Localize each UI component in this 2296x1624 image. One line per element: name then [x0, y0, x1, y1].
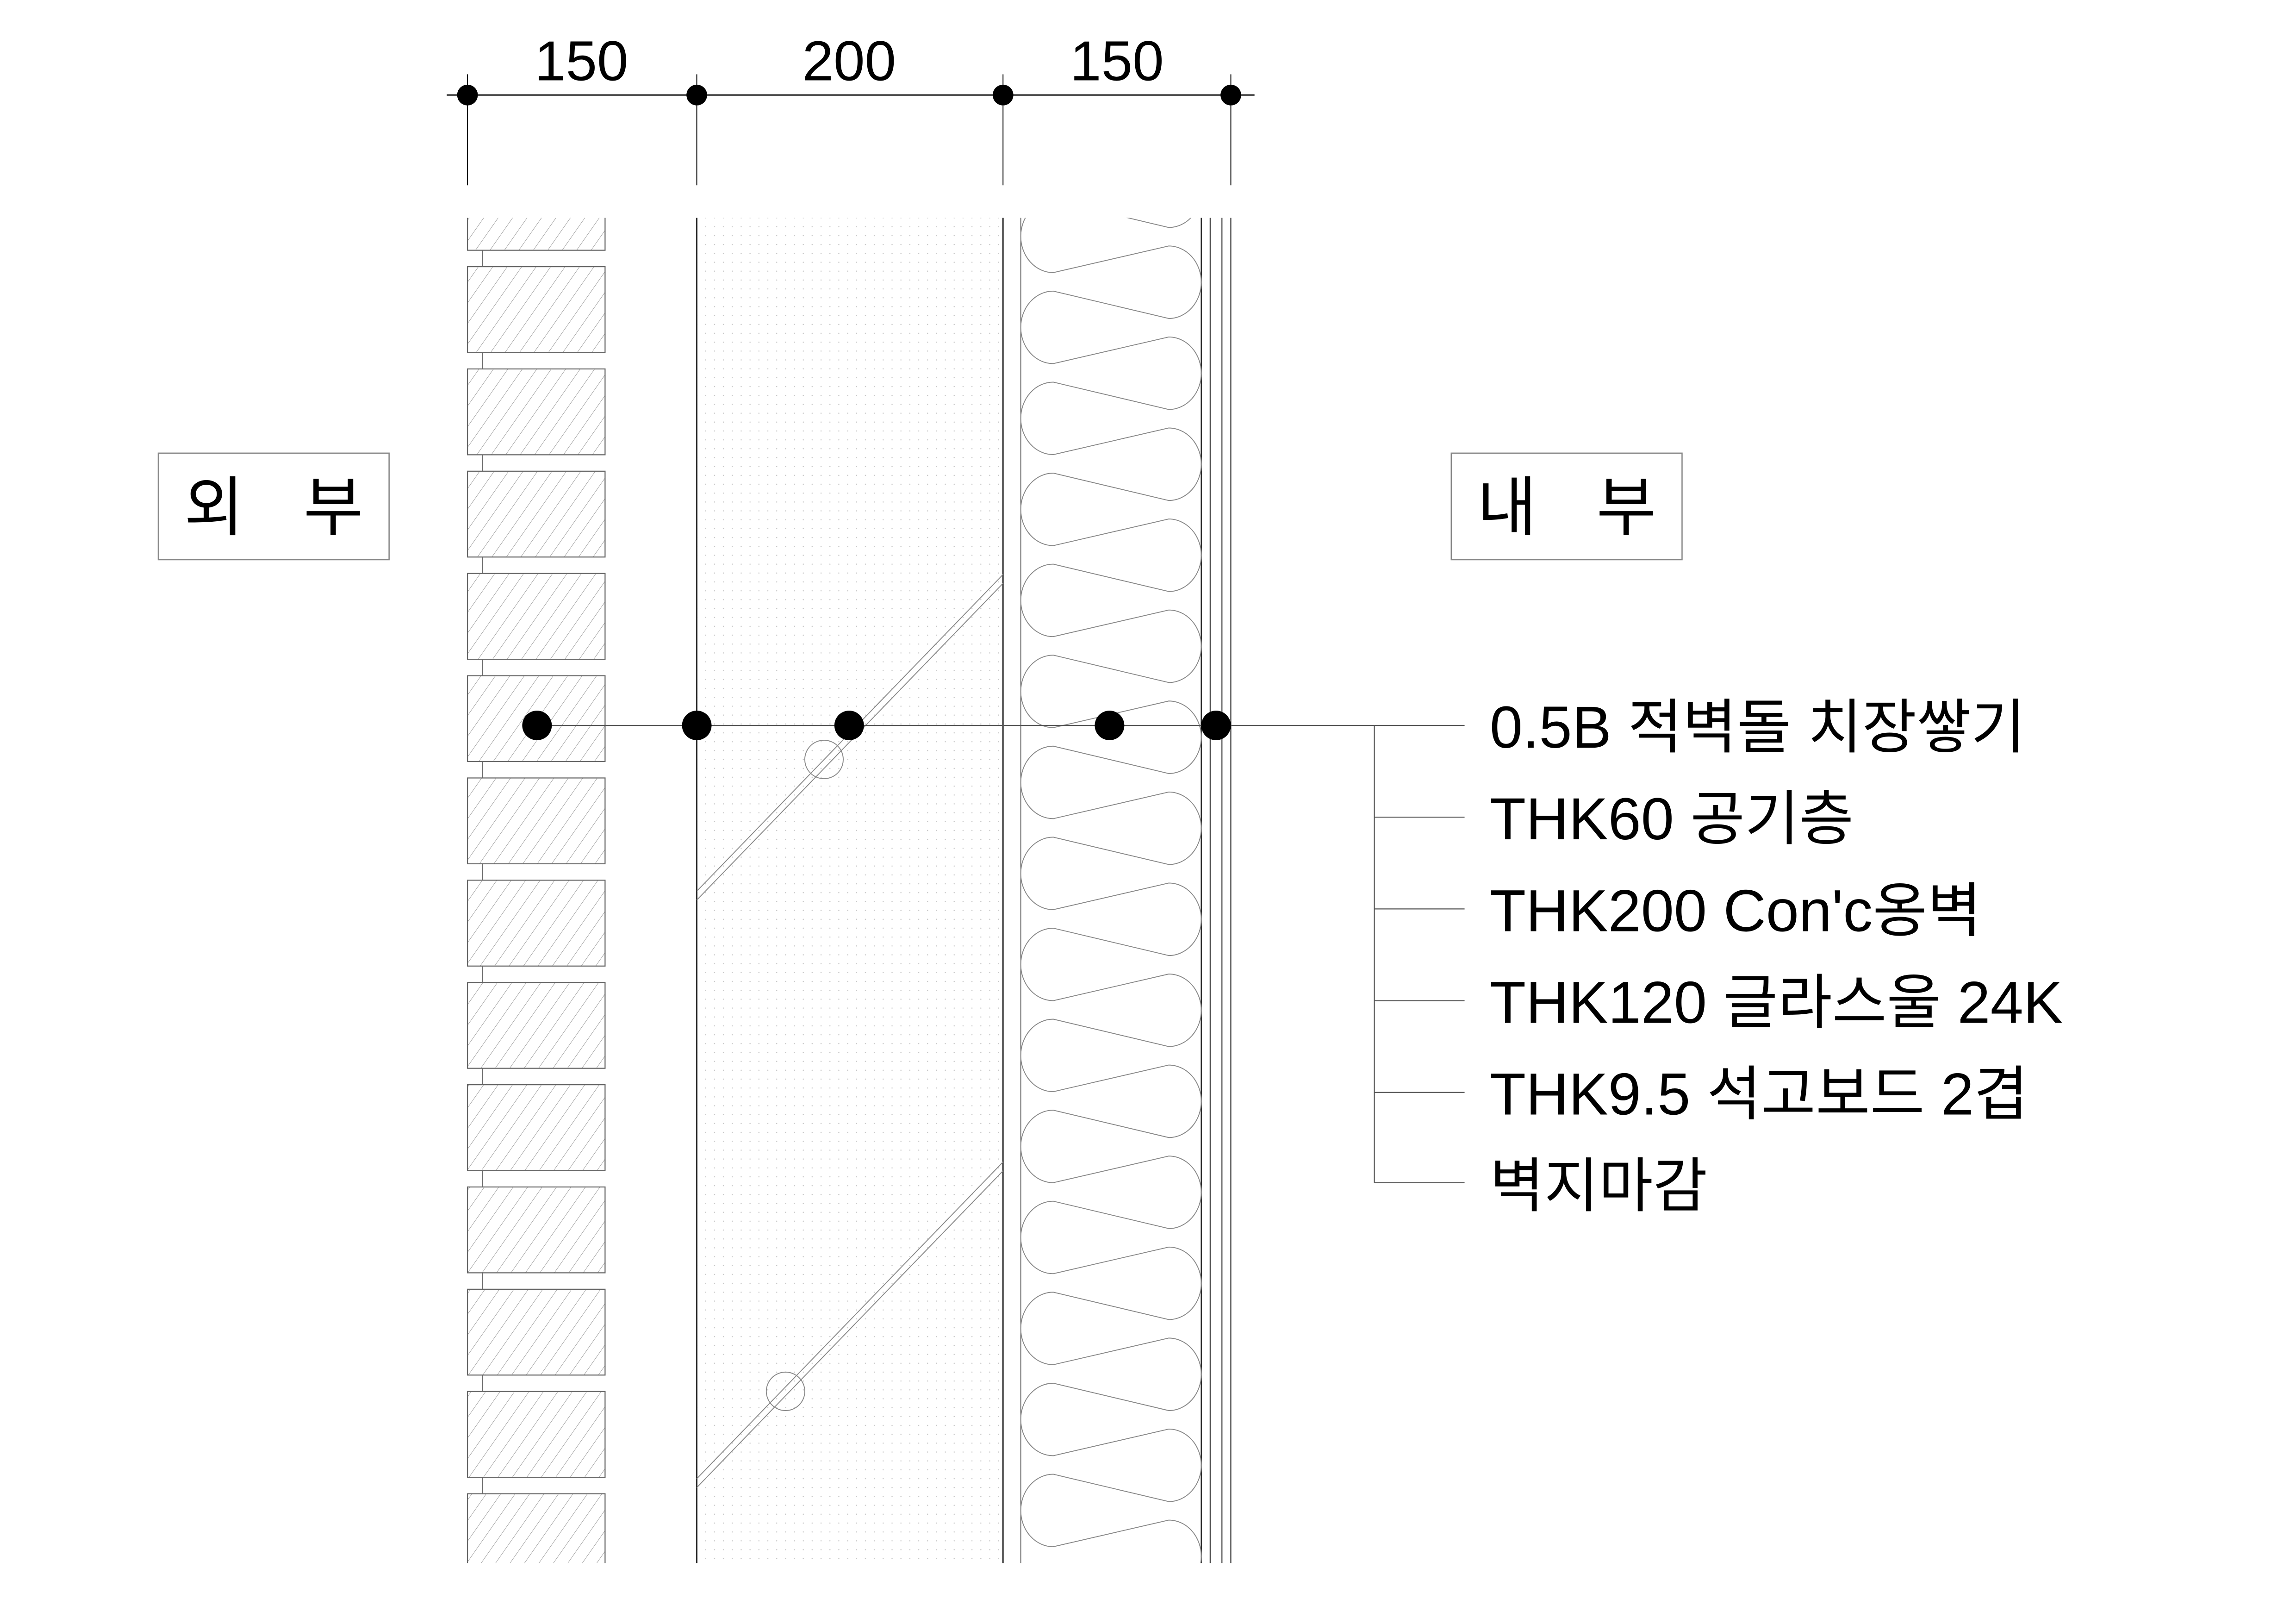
leader-dot — [834, 711, 864, 740]
wall-tie — [696, 1162, 1003, 1488]
callout-insulation: THK120 글라스울 24K — [1490, 970, 2063, 1036]
brick — [467, 1493, 606, 1563]
brick — [467, 880, 606, 967]
dimension-label-brick: 150 — [535, 29, 628, 92]
brick — [467, 218, 606, 251]
callout-wallpaper: 벽지마감 — [1490, 1153, 1708, 1219]
brick — [467, 1596, 605, 1624]
dimension-dot — [457, 84, 478, 106]
concrete-wall — [696, 218, 1004, 1563]
interior-label: 내 부 — [1477, 471, 1677, 544]
brick — [467, 777, 606, 864]
exterior-label-box: 외 부 — [157, 452, 390, 561]
dimension-line: 150 200 150 — [447, 29, 1255, 186]
dimension-label-insulation: 150 — [1070, 29, 1164, 92]
callout-labels: 0.5B 적벽돌 치장쌓기 THK60 공기층 THK200 Con'c옹벽 T… — [1490, 694, 2063, 1219]
brick — [467, 1084, 606, 1171]
brick — [467, 1391, 606, 1478]
dimension-dot — [992, 84, 1014, 106]
brick-layer — [467, 218, 606, 1624]
interior-label-box: 내 부 — [1450, 452, 1683, 561]
brick — [467, 1186, 606, 1274]
callout-concrete: THK200 Con'c옹벽 — [1490, 878, 1982, 944]
brick — [467, 266, 606, 353]
brick — [467, 470, 606, 558]
brick — [467, 1288, 606, 1376]
brick — [467, 982, 606, 1069]
leader-dot — [522, 711, 552, 740]
callout-leader — [522, 711, 1465, 1183]
callout-air-gap: THK60 공기층 — [1490, 786, 1854, 852]
gypsum-board — [1209, 218, 1232, 1563]
dimension-label-concrete: 200 — [802, 29, 896, 92]
dimension-dot — [686, 84, 707, 106]
glass-wool-insulation — [1020, 218, 1202, 1563]
leader-dot — [682, 711, 712, 740]
exterior-label: 외 부 — [184, 471, 384, 544]
dimension-dot — [1220, 84, 1241, 106]
callout-brick: 0.5B 적벽돌 치장쌓기 — [1490, 694, 2025, 761]
callout-gypsum: THK9.5 석고보드 2겹 — [1490, 1062, 2028, 1128]
leader-dot — [1201, 711, 1231, 740]
brick — [467, 573, 606, 660]
leader-dot — [1095, 711, 1125, 740]
brick — [467, 368, 606, 456]
